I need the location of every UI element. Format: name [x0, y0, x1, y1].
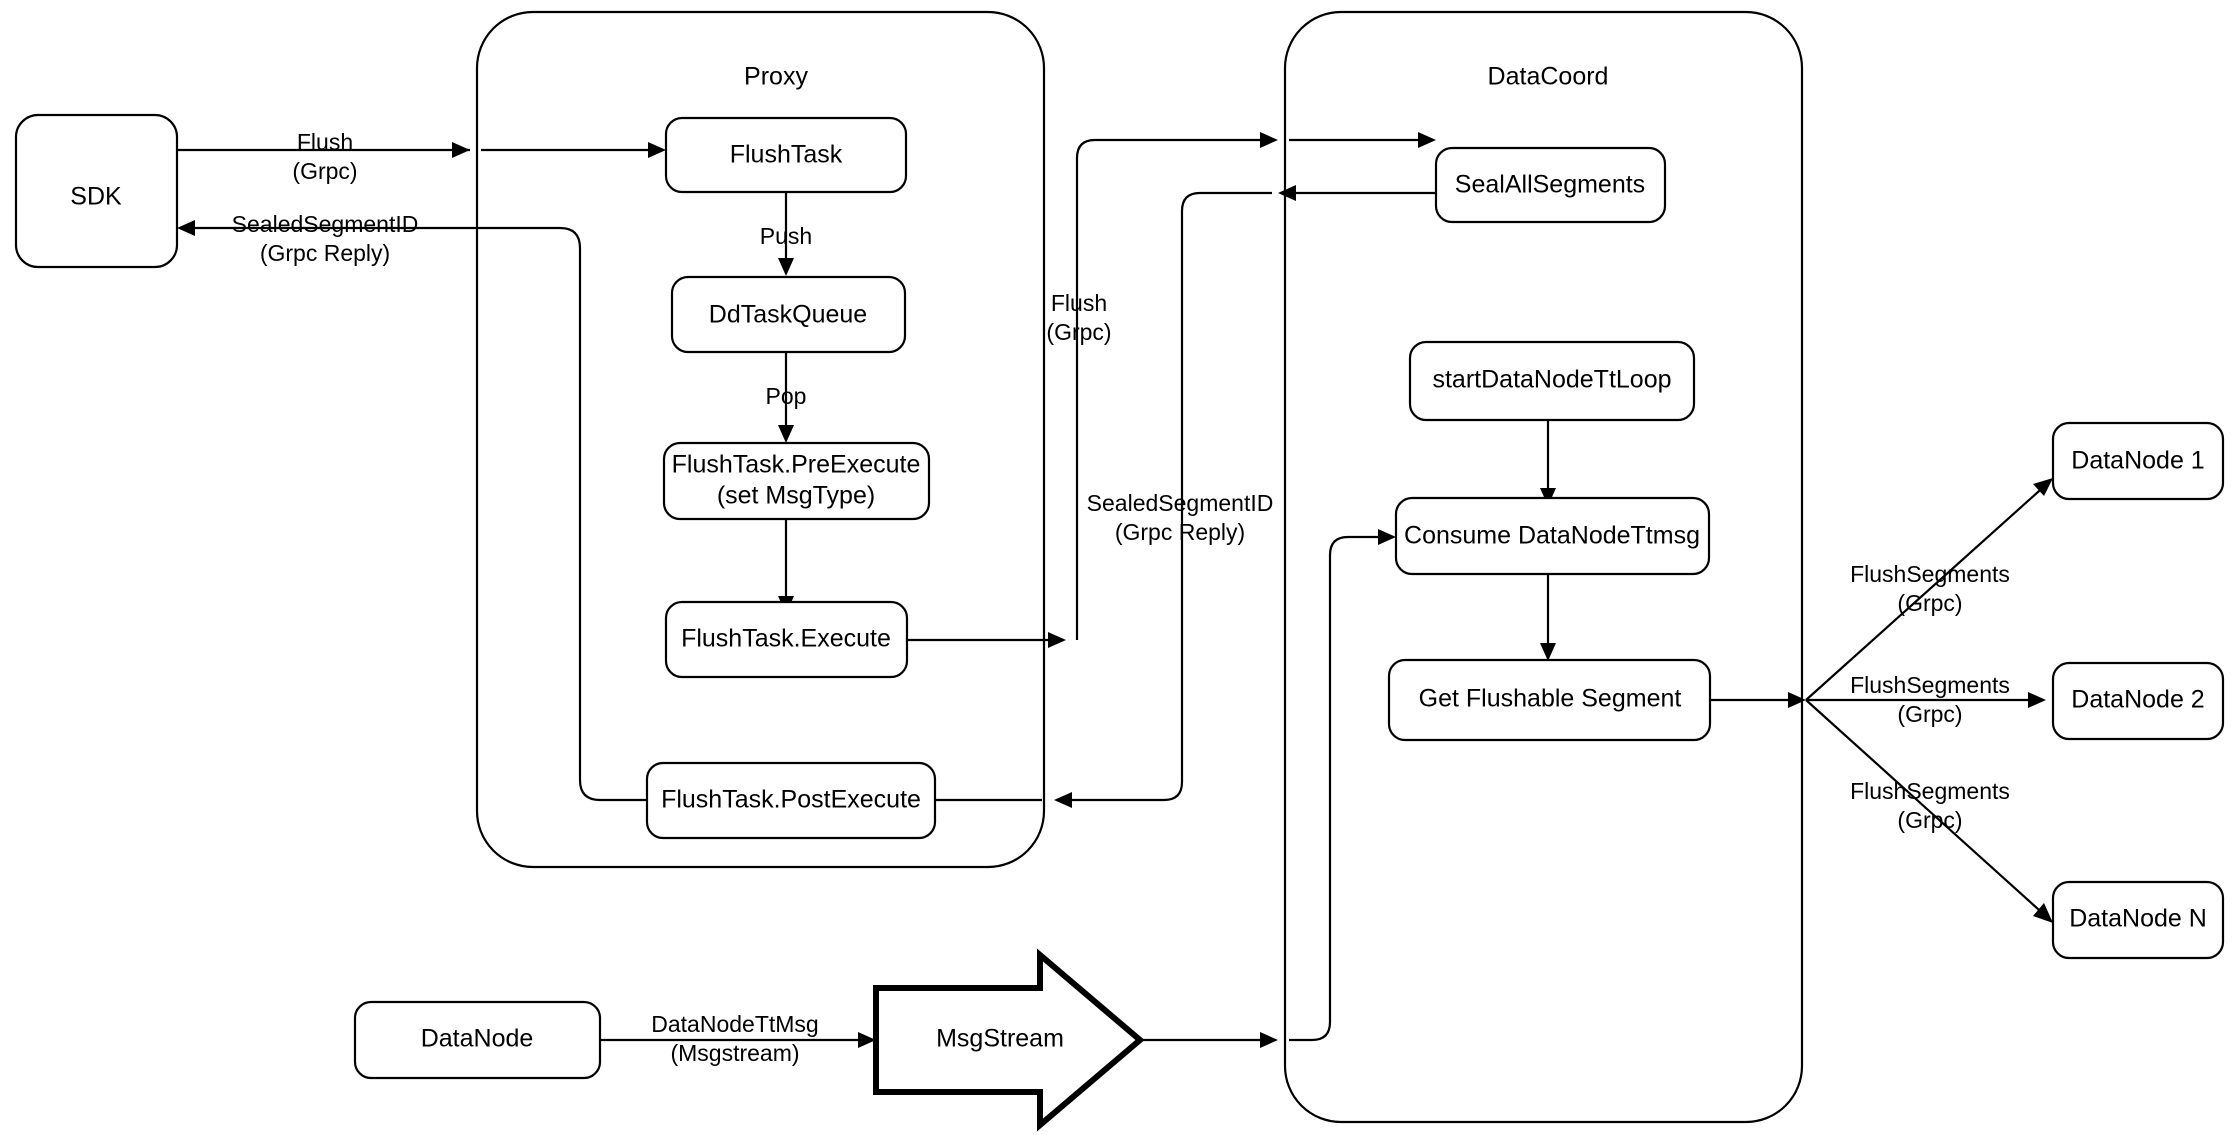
datanode-n-box[interactable] — [2051, 880, 2225, 960]
sealedsegmentid-label-line1: SealedSegmentID — [232, 211, 419, 237]
edge-ttloop-to-consume — [1540, 420, 1556, 506]
flush-grpc-label-line2: (Grpc) — [292, 158, 357, 184]
node-flushtask[interactable]: FlushTask — [664, 116, 908, 194]
edge-getflushable-to-junction — [1710, 692, 1806, 708]
datanode-2-label: DataNode 2 — [2071, 686, 2204, 714]
sealedsegmentid-reply-label-line2: (Grpc Reply) — [1115, 519, 1245, 545]
edge-flushtask-to-ddtaskqueue — [778, 192, 794, 276]
sdk-label: SDK — [70, 183, 122, 211]
postexecute-box[interactable] — [645, 761, 937, 840]
edge-ddtaskqueue-to-preexecute — [778, 353, 794, 443]
label-datanode-ttmsg: DataNodeTtMsg (Msgstream) — [651, 1011, 818, 1066]
flushsegments-2-label-line2: (Grpc) — [1897, 701, 1962, 727]
edge-datanode-to-msgstream — [600, 1032, 876, 1048]
label-flushsegments-n: FlushSegments (Grpc) — [1850, 778, 2010, 833]
node-flushtask-postexecute[interactable]: FlushTask.PostExecute — [645, 761, 937, 840]
datanode-ttmsg-label-line2: (Msgstream) — [670, 1040, 799, 1066]
edge-sdk-to-flushtask — [177, 142, 666, 158]
datanode-1-box[interactable] — [2051, 421, 2225, 501]
flush-grpc-label-line1: Flush — [297, 129, 353, 155]
datanode-n-label: DataNode N — [2069, 905, 2207, 933]
edge-msgstream-to-datacoord — [1142, 529, 1396, 1048]
group-datacoord: DataCoord — [1283, 10, 1804, 1124]
node-datanode-1[interactable]: DataNode 1 — [2051, 421, 2225, 501]
sealallsegments-box[interactable] — [1434, 146, 1667, 224]
node-startdatanodettloop[interactable]: startDataNodeTtLoop — [1408, 340, 1696, 422]
label-push: Push — [760, 223, 812, 249]
proxy-container — [475, 10, 1046, 869]
node-flushtask-preexecute[interactable]: FlushTask.PreExecute (set MsgType) — [662, 441, 931, 521]
startdatanodettloop-box[interactable] — [1408, 340, 1696, 422]
node-datanode-n[interactable]: DataNode N — [2051, 880, 2225, 960]
label-proxy-to-sdk: SealedSegmentID (Grpc Reply) — [232, 211, 419, 266]
node-sdk[interactable]: SDK — [14, 113, 179, 269]
push-label: Push — [760, 223, 812, 249]
flushsegments-1-label-line1: FlushSegments — [1850, 561, 2010, 587]
pop-label: Pop — [766, 383, 807, 409]
startdatanodettloop-label: startDataNodeTtLoop — [1432, 366, 1671, 394]
get-flushable-segment-label: Get Flushable Segment — [1419, 685, 1682, 713]
edge-preexecute-to-execute — [778, 518, 794, 614]
node-consume-datanodettmsg[interactable]: Consume DataNodeTtmsg — [1394, 496, 1711, 576]
sdk-box[interactable] — [14, 113, 179, 269]
label-datacoord-to-proxy: SealedSegmentID (Grpc Reply) — [1087, 490, 1274, 545]
sealallsegments-label: SealAllSegments — [1455, 171, 1645, 199]
datacoord-container — [1283, 10, 1804, 1124]
preexecute-box[interactable] — [662, 441, 931, 521]
datanode-1-label: DataNode 1 — [2071, 447, 2204, 475]
node-get-flushable-segment[interactable]: Get Flushable Segment — [1387, 658, 1712, 742]
flushsegments-2-label-line1: FlushSegments — [1850, 672, 2010, 698]
flushtask-box[interactable] — [664, 116, 908, 194]
flushsegments-n-label-line2: (Grpc) — [1897, 807, 1962, 833]
node-sealallsegments[interactable]: SealAllSegments — [1434, 146, 1667, 224]
sealedsegmentid-reply-label-line1: SealedSegmentID — [1087, 490, 1274, 516]
execute-box[interactable] — [664, 600, 909, 679]
datanode-2-box[interactable] — [2051, 661, 2225, 741]
datacoord-container-label: DataCoord — [1488, 63, 1609, 91]
consume-datanodettmsg-box[interactable] — [1394, 496, 1711, 576]
edge-junction-to-datanode2 — [1806, 692, 2046, 708]
edge-execute-to-sealallsegments — [907, 132, 1436, 648]
node-datanode-bottom[interactable]: DataNode — [353, 1000, 602, 1080]
flushtask-label: FlushTask — [730, 141, 843, 169]
flushsegments-1-label-line2: (Grpc) — [1897, 590, 1962, 616]
label-sdk-to-proxy: Flush (Grpc) — [292, 129, 357, 184]
flush-grpc-datacoord-label-line1: Flush — [1051, 290, 1107, 316]
execute-label: FlushTask.Execute — [681, 625, 891, 653]
label-proxy-to-datacoord: Flush (Grpc) — [1046, 290, 1111, 345]
preexecute-label-line2: (set MsgType) — [717, 482, 875, 510]
datanode-bottom-box[interactable] — [353, 1000, 602, 1080]
edge-junction-to-datanode1 — [1805, 478, 2053, 701]
datanode-ttmsg-label-line1: DataNodeTtMsg — [651, 1011, 818, 1037]
edge-consume-to-getflushable — [1540, 574, 1556, 661]
postexecute-label: FlushTask.PostExecute — [661, 786, 921, 814]
node-flushtask-execute[interactable]: FlushTask.Execute — [664, 600, 909, 679]
flushsegments-n-label-line1: FlushSegments — [1850, 778, 2010, 804]
get-flushable-segment-box[interactable] — [1387, 658, 1712, 742]
label-pop: Pop — [766, 383, 807, 409]
edge-junction-to-datanoden — [1805, 699, 2053, 923]
msgstream-label: MsgStream — [936, 1025, 1064, 1053]
ddtaskqueue-box[interactable] — [670, 275, 907, 354]
flush-grpc-datacoord-label-line2: (Grpc) — [1046, 319, 1111, 345]
msgstream-arrow-shape[interactable] — [873, 948, 1145, 1132]
consume-datanodettmsg-label: Consume DataNodeTtmsg — [1404, 522, 1700, 550]
datanode-bottom-label: DataNode — [421, 1025, 534, 1053]
label-flushsegments-2: FlushSegments (Grpc) — [1850, 672, 2010, 727]
node-msgstream[interactable]: MsgStream — [873, 948, 1145, 1132]
node-ddtaskqueue[interactable]: DdTaskQueue — [670, 275, 907, 354]
ddtaskqueue-label: DdTaskQueue — [709, 301, 867, 329]
sealedsegmentid-label-line2: (Grpc Reply) — [260, 240, 390, 266]
label-flushsegments-1: FlushSegments (Grpc) — [1850, 561, 2010, 616]
preexecute-label-line1: FlushTask.PreExecute — [672, 451, 921, 479]
proxy-container-label: Proxy — [744, 63, 808, 91]
group-proxy: Proxy — [475, 10, 1046, 869]
edge-postexecute-to-sdk — [177, 220, 660, 802]
node-datanode-2[interactable]: DataNode 2 — [2051, 661, 2225, 741]
edge-sealallsegments-to-postexecute — [904, 185, 1436, 808]
